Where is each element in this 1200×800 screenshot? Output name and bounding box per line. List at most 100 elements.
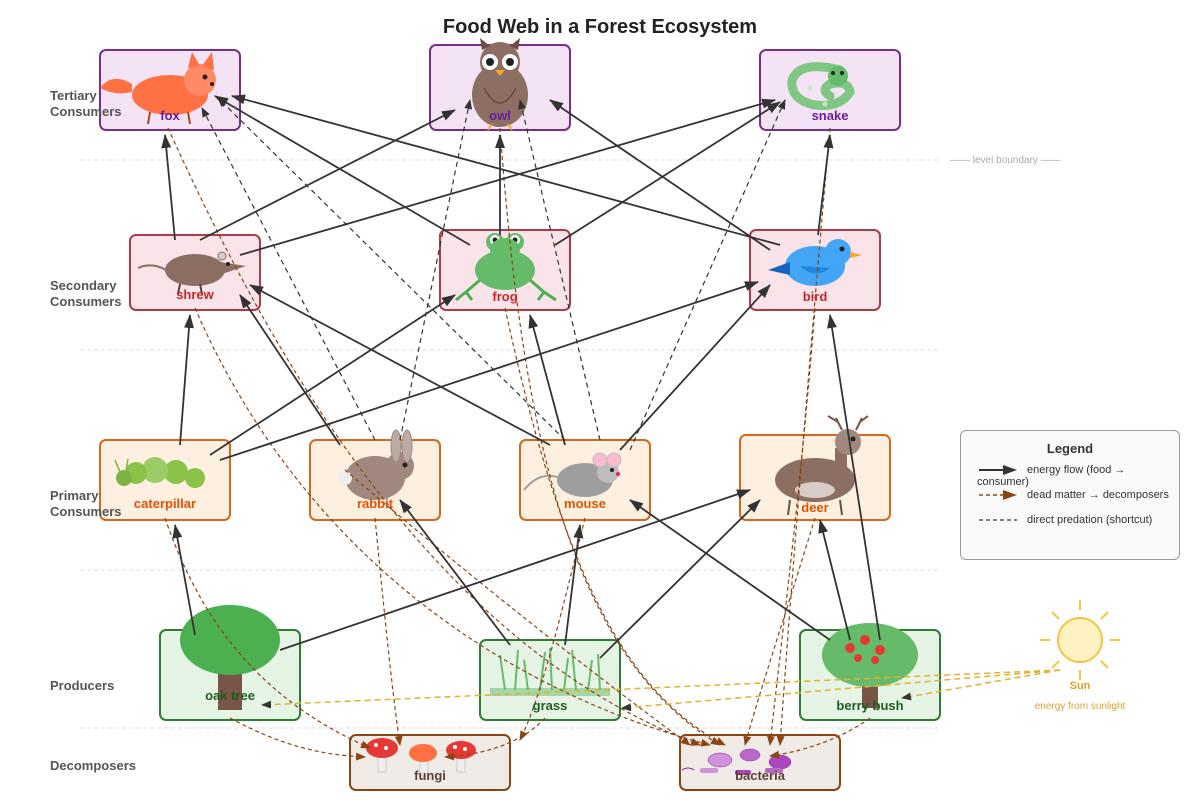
- sun-arrow-oak: [261, 669, 1061, 709]
- energy-shrew-owl: [199, 109, 456, 241]
- energy-frog-fox: [214, 95, 471, 246]
- node-deer[interactable]: deer: [740, 435, 890, 520]
- node-fox[interactable]: fox: [100, 50, 240, 130]
- predation-mouse-fox: [217, 97, 566, 441]
- node-grass[interactable]: grass: [480, 640, 620, 720]
- sun-arrow-grass: [621, 669, 1061, 712]
- bacteria-box[interactable]: [679, 734, 841, 791]
- dead-arrow-caterpillar: [164, 517, 371, 749]
- node-label-owl: owl: [489, 108, 511, 123]
- energy-berry-bird: [827, 314, 881, 641]
- energy-oak-deer: [279, 489, 751, 651]
- node-label-mouse: mouse: [564, 496, 606, 511]
- dead-arrow-oak: [229, 717, 366, 761]
- node-label-snake: snake: [811, 108, 849, 123]
- bird-illustration: [768, 239, 862, 286]
- node-mouse[interactable]: mouse: [520, 440, 650, 520]
- legend-predation-label: direct predation (shortcut): [1027, 514, 1153, 526]
- energy-arrows: [161, 94, 881, 659]
- caterpillar-illustration: [114, 457, 205, 488]
- node-oak-tree[interactable]: oak tree: [160, 630, 300, 720]
- energy-berry-mouse: [629, 499, 831, 641]
- energy-grass-deer: [599, 499, 761, 659]
- dead-arrow-bird: [766, 307, 816, 746]
- level-boundary-label: —— level boundary ——: [950, 155, 1061, 166]
- node-label-shrew: shrew: [176, 287, 214, 302]
- node-owl[interactable]: owl: [430, 45, 570, 130]
- node-bacteria[interactable]: bacteria: [680, 735, 840, 790]
- energy-bird-owl: [549, 99, 771, 251]
- level-label-primary: Primary Consumers: [50, 488, 122, 519]
- legend: Legend energy flow (food → consumer) dea…: [960, 430, 1180, 560]
- caterpillar-box[interactable]: [99, 439, 231, 521]
- legend-row-dead: dead matter → decomposers: [977, 489, 1169, 501]
- predation-mouse-owl: [518, 99, 601, 441]
- level-label-producers: Producers: [50, 678, 115, 693]
- node-label-bird: bird: [802, 289, 828, 304]
- node-label-fox: fox: [160, 108, 180, 123]
- node-frog[interactable]: frog: [440, 230, 570, 310]
- dead-arrow-rabbit-2: [344, 469, 691, 746]
- legend-row-energy: energy flow (food → consumer): [977, 464, 1179, 488]
- sun-sublabel: energy from sunlight: [1034, 701, 1126, 712]
- legend-dead-swatch: [979, 490, 1017, 501]
- energy-frog-snake: [554, 101, 781, 246]
- bacteria-illustration: [681, 748, 792, 775]
- legend-dead-label: dead matter → decomposers: [1027, 489, 1169, 501]
- node-bird[interactable]: bird: [750, 230, 880, 310]
- energy-berry-deer: [818, 519, 851, 641]
- energy-oak-caterpillar: [172, 524, 196, 636]
- dead-arrow-grass: [444, 717, 546, 761]
- node-label-bacteria: bacteria: [735, 768, 785, 783]
- diagram-title: Food Web in a Forest Ecosystem: [442, 16, 758, 38]
- energy-shrew-snake: [239, 98, 776, 256]
- energy-rabbit-shrew: [239, 294, 341, 446]
- node-label-oak-tree: oak tree: [205, 688, 255, 703]
- legend-predation-swatch: [979, 519, 1017, 521]
- sunlight-arrows: [261, 669, 1061, 712]
- node-label-grass: grass: [532, 698, 568, 713]
- node-caterpillar[interactable]: caterpillar: [100, 440, 230, 520]
- node-label-caterpillar: caterpillar: [133, 496, 197, 511]
- energy-bird-snake: [817, 134, 834, 236]
- level-label-decomposers: Decomposers: [50, 758, 136, 773]
- energy-caterpillar-shrew: [179, 314, 194, 446]
- deer-illustration: [775, 415, 869, 516]
- dead-arrow-owl: [499, 127, 721, 746]
- energy-caterpillar-frog: [209, 294, 456, 456]
- energy-bird-fox: [231, 94, 781, 246]
- legend-energy-label: energy flow (food → consumer): [977, 464, 1126, 488]
- node-label-berry-bush: berry bush: [836, 698, 904, 713]
- snake-illustration: [787, 62, 855, 110]
- oak-tree-illustration: [180, 605, 280, 710]
- predation-arrows: [201, 97, 786, 451]
- energy-grass-mouse: [564, 524, 584, 646]
- energy-mouse-frog: [528, 314, 566, 446]
- dead-matter-arrows: [164, 127, 871, 761]
- sun-icon: [1040, 600, 1120, 680]
- legend-title: Legend: [1046, 441, 1094, 456]
- sun-label: Sun: [1069, 680, 1091, 692]
- frog-illustration: [455, 233, 557, 302]
- energy-grass-rabbit: [399, 499, 511, 646]
- node-label-deer: deer: [801, 500, 829, 515]
- energy-shrew-fox: [161, 134, 176, 241]
- node-fungi[interactable]: fungi: [350, 735, 510, 790]
- owl-illustration: [472, 38, 528, 131]
- node-snake[interactable]: snake: [760, 50, 900, 130]
- node-rabbit[interactable]: rabbit: [310, 440, 440, 520]
- energy-caterpillar-bird: [219, 281, 759, 461]
- legend-row-predation: direct predation (shortcut): [977, 514, 1152, 526]
- grass-box[interactable]: [479, 639, 621, 721]
- node-berry-bush[interactable]: berry bush: [800, 630, 940, 720]
- level-label-secondary: Secondary Consumers: [50, 278, 122, 309]
- shrew-illustration: [137, 251, 246, 295]
- fox-illustration: [100, 52, 216, 125]
- energy-mouse-shrew: [249, 284, 551, 446]
- dead-arrow-rabbit: [374, 517, 403, 746]
- node-shrew[interactable]: shrew: [130, 235, 260, 310]
- predation-mouse-snake: [629, 99, 786, 451]
- dead-arrow-berry: [769, 717, 871, 759]
- dead-arrow-frog: [504, 307, 726, 746]
